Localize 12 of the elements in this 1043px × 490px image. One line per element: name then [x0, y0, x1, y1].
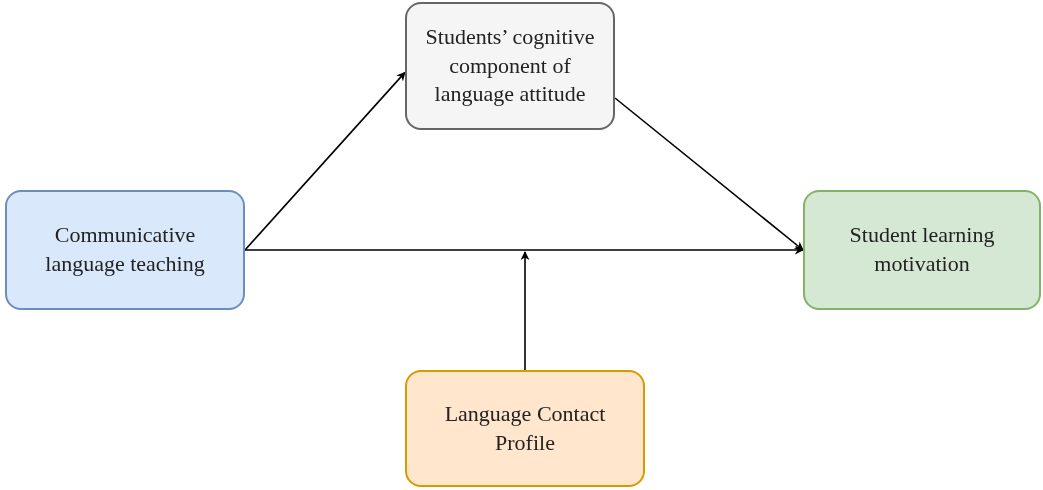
box-label: Student learning motivation [848, 221, 996, 278]
box-label: Students’ cognitive component of language attitude [424, 23, 596, 109]
process-box [803, 190, 1041, 310]
arrow [244, 71, 406, 251]
box-label: Communicative language teaching [44, 221, 206, 278]
arrow [614, 97, 804, 251]
process-box [405, 2, 615, 130]
process-box [5, 190, 245, 310]
arrow [520, 251, 530, 371]
process-box [405, 370, 645, 487]
arrow [244, 245, 804, 255]
box-label: Language Contact Profile [443, 399, 607, 457]
